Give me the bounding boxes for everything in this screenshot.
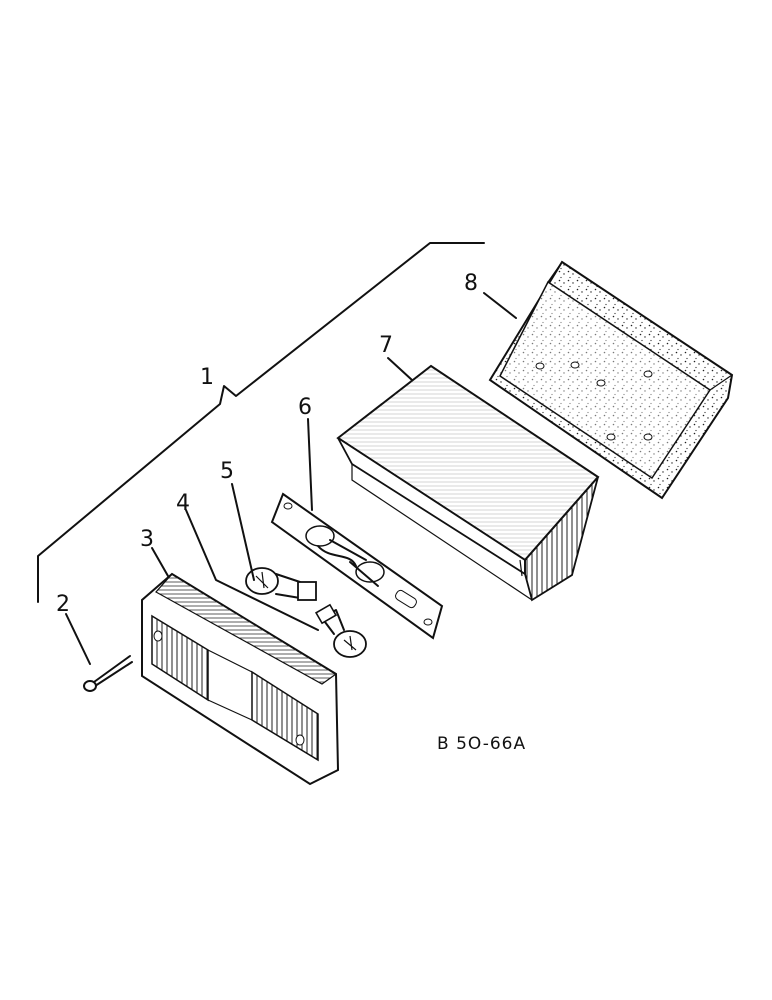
callout-4: 4: [176, 491, 190, 516]
callout-1: 1: [200, 365, 214, 390]
reference-code: B 5O-66A: [437, 734, 526, 754]
callout-7: 7: [379, 333, 393, 358]
lamp-lens-icon: [141, 572, 340, 786]
leader-lines: [65, 292, 517, 665]
callout-2: 2: [56, 592, 70, 617]
assembly-bracket: [37, 242, 485, 603]
callout-6: 6: [298, 395, 312, 420]
bulb-icon: [245, 567, 317, 601]
mounting-bracket-icon: [488, 260, 734, 500]
bulb-holder-plate-icon: [270, 492, 444, 640]
lamp-housing-icon: [336, 364, 600, 602]
callout-8: 8: [464, 271, 478, 296]
callout-5: 5: [220, 459, 234, 484]
bulb-icon: [314, 603, 367, 658]
callout-3: 3: [140, 527, 154, 552]
screw-icon: [83, 655, 133, 692]
